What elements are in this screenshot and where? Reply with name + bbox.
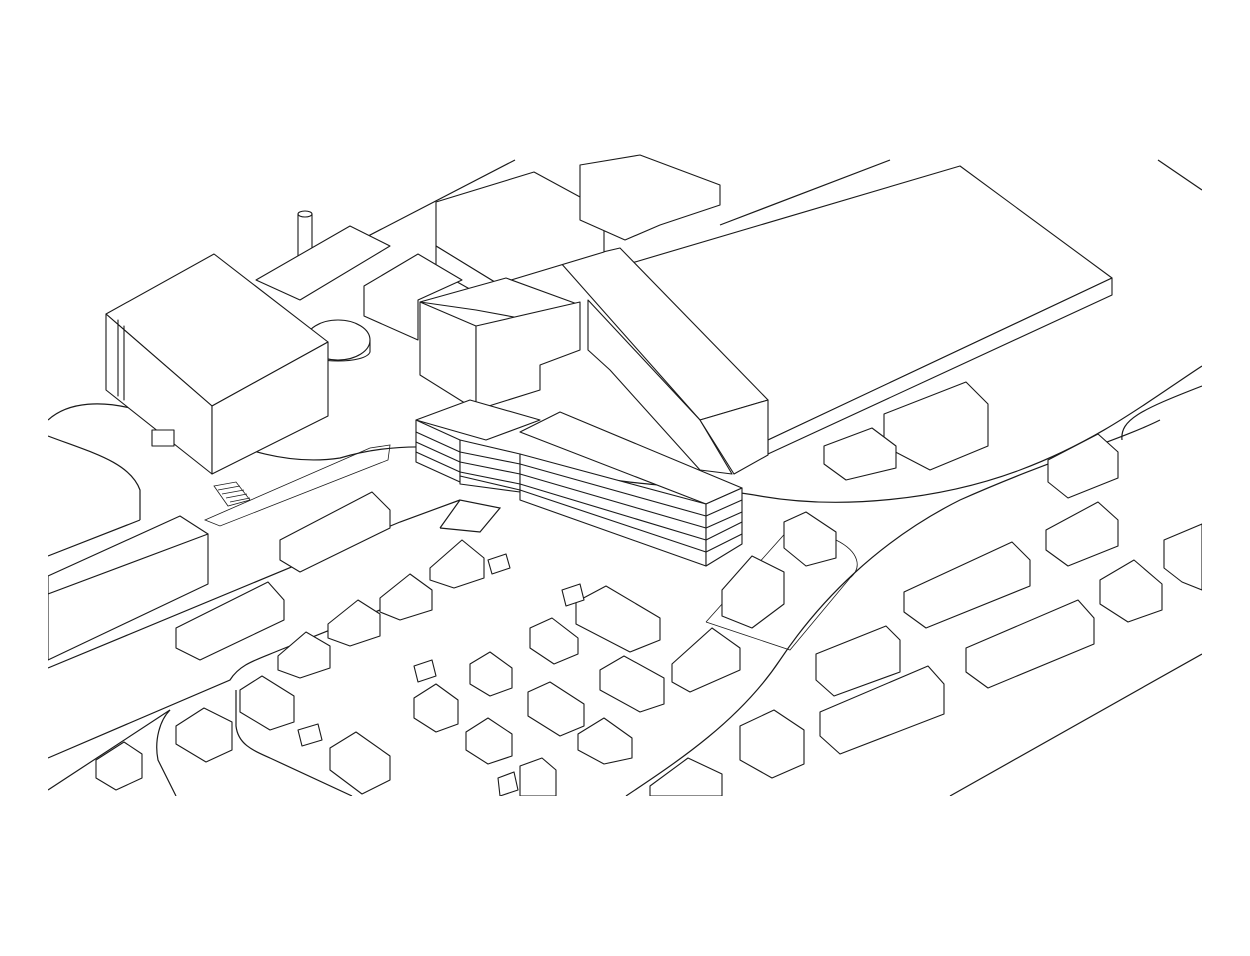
house-21	[650, 758, 722, 796]
shed-tiny-4	[562, 584, 584, 606]
east-house-a	[816, 626, 900, 696]
annex-block	[256, 226, 390, 300]
housing-lane-3	[48, 710, 170, 790]
east-house-e	[1100, 560, 1162, 622]
access-ramp	[205, 445, 390, 526]
house-4	[278, 632, 330, 678]
house-22	[740, 710, 804, 778]
house-5	[240, 676, 294, 730]
small-block	[364, 254, 462, 340]
long-shed	[48, 516, 208, 660]
row-house-b	[176, 582, 284, 660]
house-3	[328, 600, 380, 646]
house-10	[470, 652, 512, 696]
mid-block-front	[420, 302, 476, 410]
small-kiosk	[152, 430, 174, 446]
house-16	[600, 656, 664, 712]
east-house-d	[1048, 434, 1118, 498]
house-11	[466, 718, 512, 764]
house-13	[528, 682, 584, 736]
chimney-top	[298, 211, 312, 217]
shed-tiny-1	[298, 724, 322, 746]
terraced-apartment-block	[416, 400, 742, 566]
house-20	[784, 512, 836, 566]
house-14	[530, 618, 578, 664]
east-house-c	[1046, 502, 1118, 566]
shed-small	[824, 428, 896, 480]
east-sheds	[824, 382, 988, 480]
east-lower-road	[950, 654, 1202, 796]
house-17	[578, 718, 632, 764]
apartment-roof-west	[416, 400, 540, 440]
east-road-spur	[1122, 386, 1202, 440]
shed-tiny-3	[488, 554, 510, 574]
rear-block	[580, 155, 720, 240]
long-shed-edge	[48, 534, 208, 594]
tall-building-side	[212, 342, 328, 474]
northeast-road-edge	[1158, 160, 1202, 190]
mid-block-side	[476, 302, 580, 410]
shed-large	[884, 382, 988, 470]
left-street-edge	[48, 436, 140, 520]
house-12	[520, 758, 556, 796]
diagonal-avenue-south	[48, 590, 430, 758]
apartment-floor-lines	[416, 432, 742, 552]
row-houses-north	[176, 492, 390, 660]
housing-lane-2	[157, 710, 176, 796]
house-9	[414, 684, 458, 732]
house-7	[96, 742, 142, 790]
east-houses	[816, 434, 1202, 754]
shed-tiny-2	[414, 660, 436, 682]
house-8	[330, 732, 390, 794]
apartment-end-face	[706, 488, 742, 566]
factory-road-edge	[720, 160, 890, 225]
house-6	[176, 708, 232, 762]
tall-building-pilaster	[118, 320, 124, 400]
house-19	[722, 556, 784, 628]
east-terrace-1	[904, 542, 1030, 628]
house-15	[576, 586, 660, 652]
house-18	[672, 628, 740, 692]
inner-loop-road	[440, 500, 500, 532]
apartment-mid-face	[460, 440, 520, 492]
wing-end	[700, 400, 768, 474]
diagonal-avenue-north	[48, 500, 460, 668]
house-2	[380, 574, 432, 620]
left-street-edge-2	[48, 520, 140, 556]
east-terrace-2	[966, 600, 1094, 688]
house-1	[430, 540, 484, 588]
stairs	[214, 482, 250, 506]
detached-houses	[96, 512, 836, 796]
row-house-a	[280, 492, 390, 572]
shed-tiny-5	[498, 772, 518, 796]
east-house-f	[1164, 524, 1202, 590]
industrial-complex	[106, 155, 1112, 474]
housing-lane	[236, 690, 352, 796]
east-house-b	[820, 666, 944, 754]
